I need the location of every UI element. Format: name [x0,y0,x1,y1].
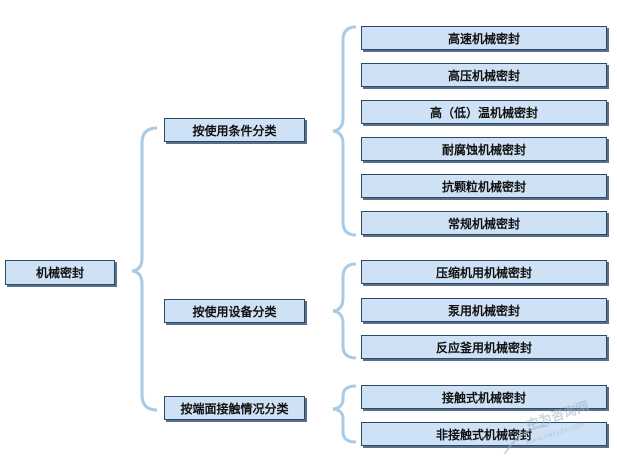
leaf-label: 高压机械密封 [447,68,520,83]
leaf-node: 高压机械密封 [361,63,607,87]
leaf-label: 耐腐蚀机械密封 [441,142,526,157]
leaf-label: 泵用机械密封 [447,303,520,318]
leaf-node: 非接触式机械密封 [361,422,607,446]
leaf-node: 常规机械密封 [361,211,607,235]
category-label: 按端面接触情况分类 [180,401,289,416]
category-node-usage-conditions: 按使用条件分类 [164,118,305,142]
category-label: 按使用设备分类 [192,304,277,319]
watermark-logo: 中为咨询网 www.zwzyzx.com [500,398,591,454]
leaf-node: 高速机械密封 [361,26,607,50]
brace-category-1 [332,25,357,237]
category-node-face-contact: 按端面接触情况分类 [164,396,305,420]
leaf-label: 压缩机用机械密封 [435,265,532,280]
watermark-swoosh-icon [500,424,548,454]
category-node-equipment: 按使用设备分类 [164,299,305,323]
root-brace [131,126,158,412]
leaf-node: 反应釜用机械密封 [361,335,607,359]
leaf-node: 抗颗粒机械密封 [361,174,607,198]
brace-category-2 [332,262,357,360]
leaf-node: 接触式机械密封 [361,385,607,409]
leaf-node: 压缩机用机械密封 [361,260,607,284]
category-label: 按使用条件分类 [192,123,277,138]
leaf-label: 反应釜用机械密封 [435,340,532,355]
leaf-label: 高速机械密封 [447,31,520,46]
leaf-label: 接触式机械密封 [441,390,526,405]
leaf-label: 高（低）温机械密封 [429,105,538,120]
root-label: 机械密封 [35,266,84,280]
leaf-label: 抗颗粒机械密封 [441,179,526,194]
leaf-node: 泵用机械密封 [361,298,607,322]
leaf-label: 常规机械密封 [447,216,520,231]
leaf-node: 耐腐蚀机械密封 [361,137,607,161]
root-node: 机械密封 [5,260,115,285]
leaf-node: 高（低）温机械密封 [361,100,607,124]
brace-category-3 [332,384,357,444]
leaf-label: 非接触式机械密封 [435,427,532,442]
